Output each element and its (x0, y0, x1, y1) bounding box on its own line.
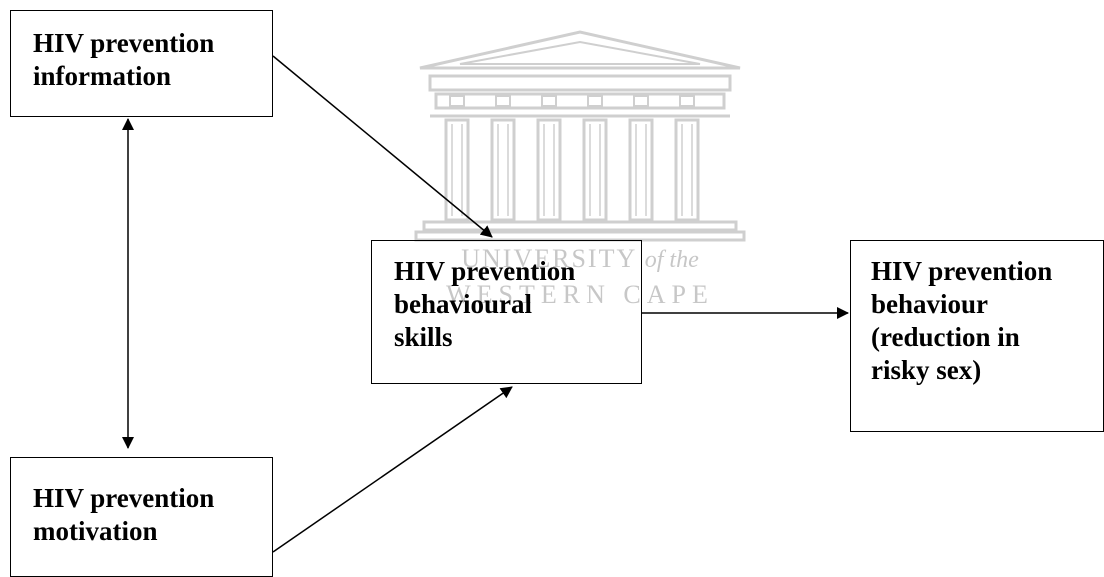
arrow-motivation-skills (272, 386, 513, 553)
node-behavioural-skills: HIV prevention behavioural skills (371, 240, 642, 384)
node-behaviour: HIV prevention behaviour (reduction in r… (850, 240, 1104, 432)
node-motivation: HIV prevention motivation (10, 457, 273, 577)
node-information: HIV prevention information (10, 10, 273, 117)
arrow-information-skills (272, 55, 493, 238)
